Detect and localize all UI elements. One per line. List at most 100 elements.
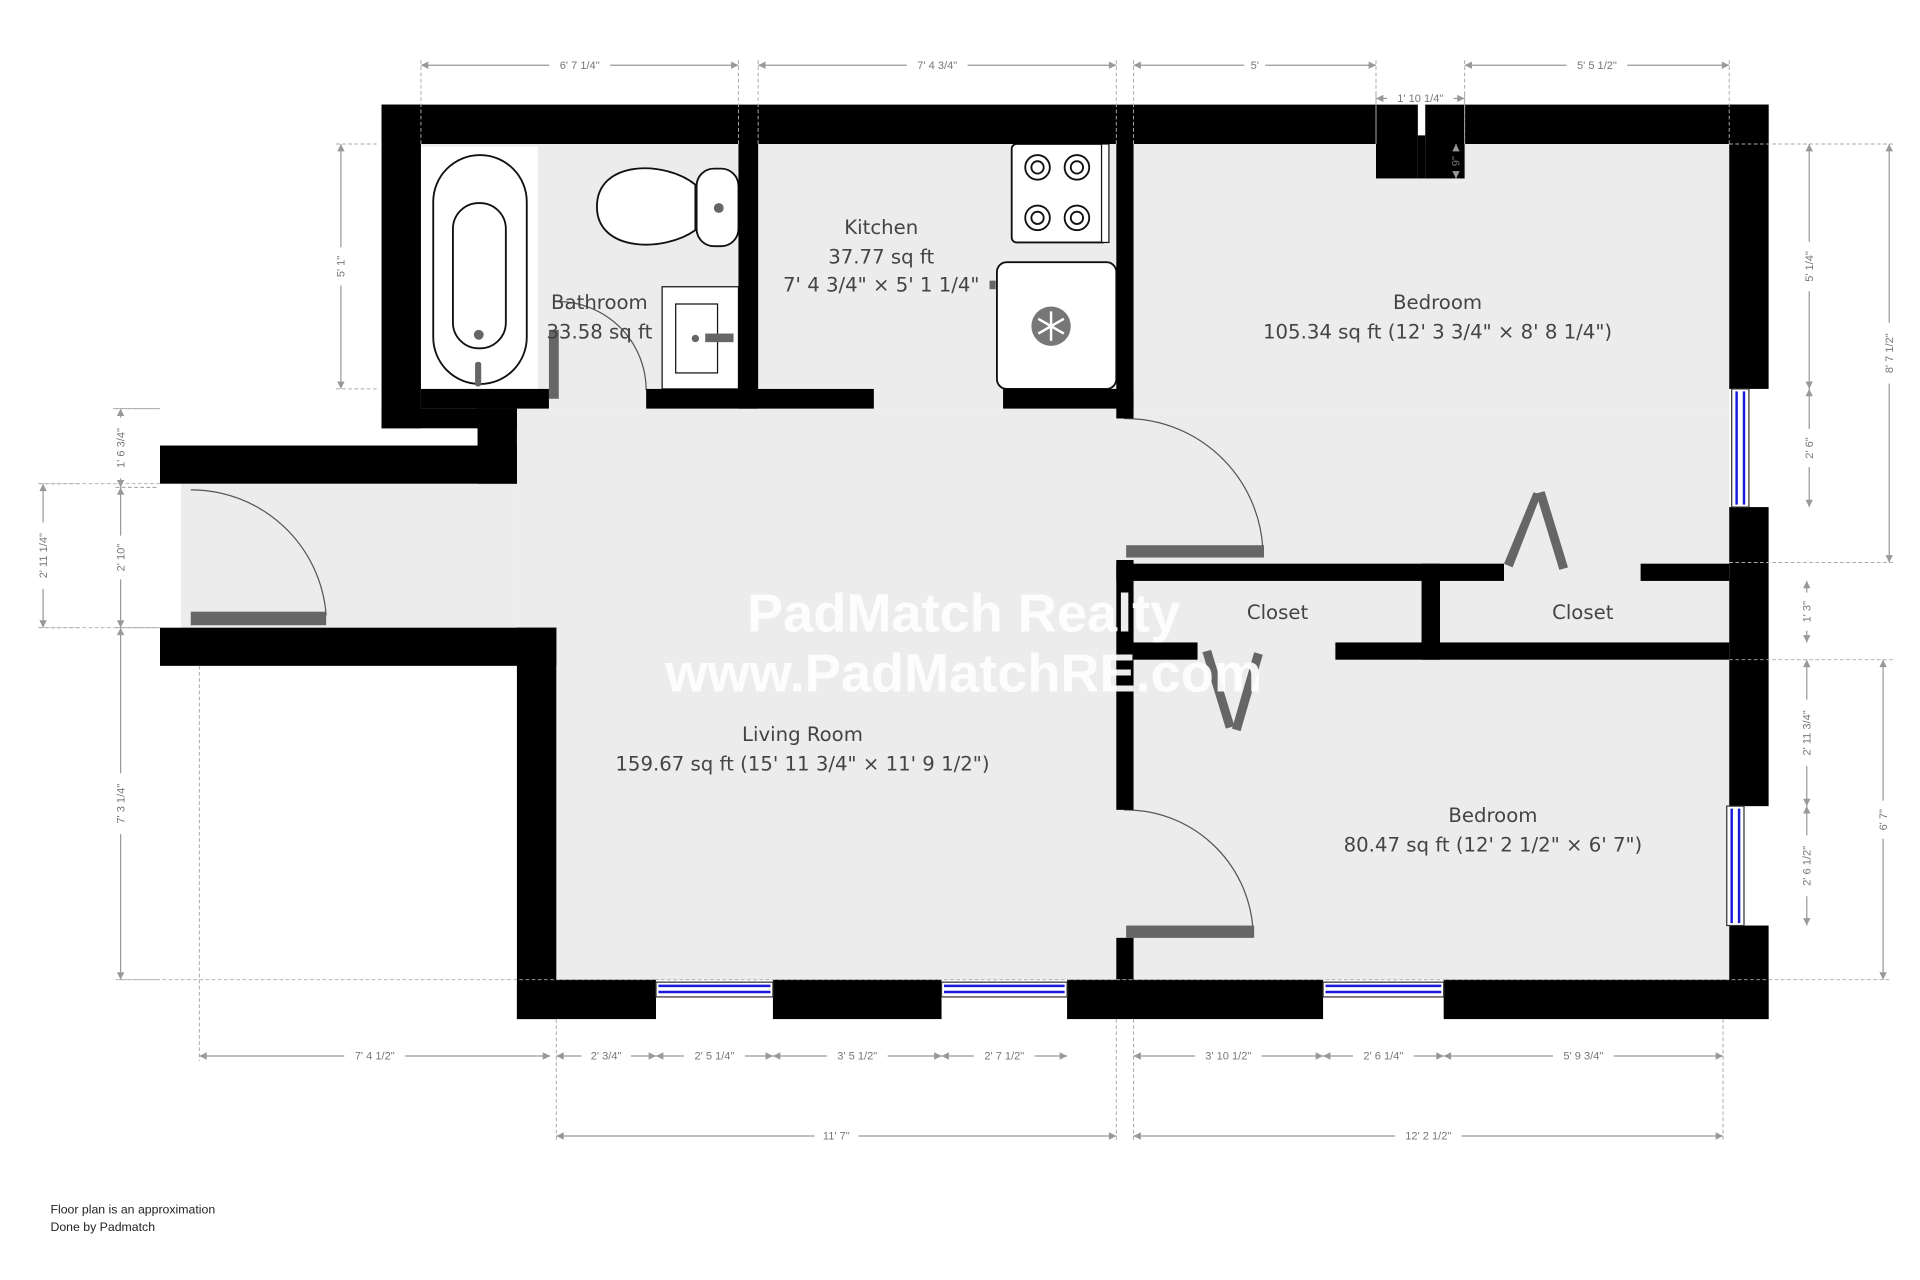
dimension-right-1: 2' 6" — [1804, 388, 1816, 508]
dimension-label: 3' 10 1/2" — [1205, 1051, 1251, 1063]
kitchen-area: 37.77 sq ft — [828, 245, 934, 268]
dimension-label: 7' 4 1/2" — [355, 1051, 395, 1063]
dimension-label: 1' 10 1/4" — [1397, 93, 1443, 105]
living-room-area: 159.67 sq ft (15' 11 3/4" × 11' 9 1/2") — [615, 752, 989, 775]
bedroom-2-name: Bedroom — [1448, 804, 1537, 827]
bathroom-door[interactable] — [548, 329, 559, 399]
arrowhead-icon — [1803, 580, 1811, 643]
dimension-bottom-1: 2' 3/4" — [556, 1051, 656, 1063]
dimension-label: 2' 6 1/2" — [1801, 846, 1813, 886]
dimension-label: 5' — [1251, 60, 1259, 72]
dimension-bottom-5: 3' 10 1/2" — [1133, 1051, 1324, 1063]
window-right-1 — [1731, 388, 1750, 508]
dimension-top-2: 5' — [1133, 60, 1377, 144]
dimension-total-1: 12' 2 1/2" — [1133, 1131, 1724, 1143]
closet-1-name: Closet — [1247, 601, 1309, 624]
closet-bifold-door-3[interactable] — [1202, 649, 1235, 729]
dimension-label: 7' 3 1/4" — [115, 784, 127, 824]
living-room-name: Living Room — [742, 723, 863, 746]
dimension-bottom-6: 2' 6 1/4" — [1323, 1051, 1444, 1063]
dimension-left-2: 2' 10" — [115, 486, 158, 629]
dimension-top-4: 5' 5 1/2" — [1464, 60, 1730, 144]
window-bottom-3 — [1322, 981, 1445, 998]
window-bottom-1 — [655, 981, 774, 998]
snowflake-icon — [1037, 311, 1065, 341]
dimension-label: 1' 6 3/4" — [115, 428, 127, 468]
bathroom-name: Bathroom — [551, 291, 648, 314]
walls — [160, 104, 1769, 1020]
dimension-label: 1' 3" — [1801, 601, 1813, 622]
door-leaves — [190, 329, 1568, 938]
bedroom-1-area: 105.34 sq ft (12' 3 3/4" × 8' 8 1/4") — [1263, 320, 1612, 343]
dimension-right-4: 2' 6 1/2" — [1801, 806, 1813, 926]
toilet-icon — [595, 167, 740, 248]
watermark-logo: PadMatch Realty www.PadMatchRE.com — [664, 583, 1262, 703]
watermark-url: www.PadMatchRE.com — [664, 644, 1262, 704]
dimension-right-2: 1' 3" — [1801, 580, 1813, 643]
dimension-right-6: 6' 7" — [1878, 659, 1890, 980]
dimension-right-3: 2' 11 3/4" — [1801, 659, 1813, 807]
dimension-left-4: 7' 3 1/4" — [115, 627, 158, 981]
closet-bifold-door-4[interactable] — [1232, 652, 1263, 732]
dimension-label: 2' 5 1/4" — [695, 1051, 735, 1063]
dimension-bottom-2: 2' 5 1/4" — [656, 1051, 773, 1063]
dimension-bottom-0: 7' 4 1/2" — [199, 1051, 551, 1063]
dimension-left-3: 2' 11 1/4" — [38, 483, 80, 629]
bedroom-door-2[interactable] — [1126, 925, 1255, 938]
arrowhead-icon — [1452, 144, 1460, 179]
bathtub-icon — [420, 146, 538, 389]
dimension-top-0: 6' 7 1/4" — [420, 60, 739, 144]
sink-icon — [661, 286, 740, 390]
closet-bifold-door-2[interactable] — [1536, 491, 1568, 570]
bathroom-area: 33.58 sq ft — [546, 320, 652, 343]
dimension-label: 2' 11 3/4" — [1801, 710, 1813, 755]
kitchen-name: Kitchen — [844, 216, 918, 239]
dimension-label: 11' 7" — [823, 1131, 850, 1143]
dimension-label: 8' 7 1/2" — [1884, 333, 1896, 373]
dimension-lines: 6' 7 1/4" 7' 4 3/4" 5' 1' 10 1/4" 5' 5 1/2" 7… — [36, 60, 1896, 1143]
dimension-label: 2' 3/4" — [591, 1051, 622, 1063]
dimension-label: 5' 5 1/2" — [1577, 60, 1617, 72]
dimension-label: 3' 5 1/2" — [837, 1051, 877, 1063]
dimension-label: 2' 7 1/2" — [984, 1051, 1024, 1063]
room-labels: Kitchen 37.77 sq ft 7' 4 3/4" × 5' 1 1/4… — [546, 216, 1642, 857]
refrigerator-icon — [989, 261, 1118, 390]
dimension-bottom-7: 5' 9 3/4" — [1443, 1051, 1724, 1063]
dimension-total-0: 11' 7" — [556, 1131, 1117, 1143]
dimension-label: 5' 9 3/4" — [1563, 1051, 1603, 1063]
dimension-left-1: 1' 6 3/4" — [115, 408, 158, 488]
stove-icon — [1010, 143, 1110, 244]
dimension-top-1: 7' 4 3/4" — [757, 60, 1117, 144]
dimension-bottom-4: 2' 7 1/2" — [941, 1051, 1068, 1063]
window-bottom-2 — [940, 981, 1068, 998]
window-right-2 — [1726, 805, 1745, 927]
dimension-label: 2' 11 1/4" — [38, 533, 50, 578]
dimension-right-0: 5' 1/4" — [1804, 144, 1816, 389]
dimension-label: 12' 2 1/2" — [1405, 1131, 1451, 1143]
dimension-label: 5' 1/4" — [1804, 251, 1816, 282]
bedroom-2-area: 80.47 sq ft (12' 2 1/2" × 6' 7") — [1344, 834, 1643, 857]
windows — [655, 388, 1750, 998]
dimension-bottom-3: 3' 5 1/2" — [772, 1051, 942, 1063]
dimension-label: 5' 1" — [336, 256, 348, 277]
bedroom-1-name: Bedroom — [1393, 291, 1482, 314]
dimension-label: 6' 7" — [1878, 809, 1890, 830]
entry-door[interactable] — [190, 611, 327, 626]
bedroom-door-1[interactable] — [1126, 545, 1264, 558]
dimension-label: 2' 6" — [1804, 437, 1816, 458]
kitchen-size: 7' 4 3/4" × 5' 1 1/4" — [783, 274, 979, 297]
dimension-label: 9" — [1451, 156, 1463, 166]
footer-note: Floor plan is an approximation — [50, 1203, 215, 1217]
dimension-label: 2' 10" — [115, 544, 127, 572]
watermark-title: PadMatch Realty — [747, 583, 1180, 643]
dimension-inner-0: 9" — [1451, 144, 1463, 179]
door-swings — [190, 300, 1264, 929]
dimension-label: 6' 7 1/4" — [560, 60, 600, 72]
footer-credit: Done by Padmatch — [50, 1220, 155, 1234]
dimension-right-5: 8' 7 1/2" — [1884, 144, 1896, 563]
dimension-left-0: 5' 1" — [336, 143, 378, 390]
closet-2-name: Closet — [1552, 601, 1614, 624]
closet-bifold-door-1[interactable] — [1504, 492, 1541, 568]
dimension-label: 2' 6 1/4" — [1363, 1051, 1403, 1063]
